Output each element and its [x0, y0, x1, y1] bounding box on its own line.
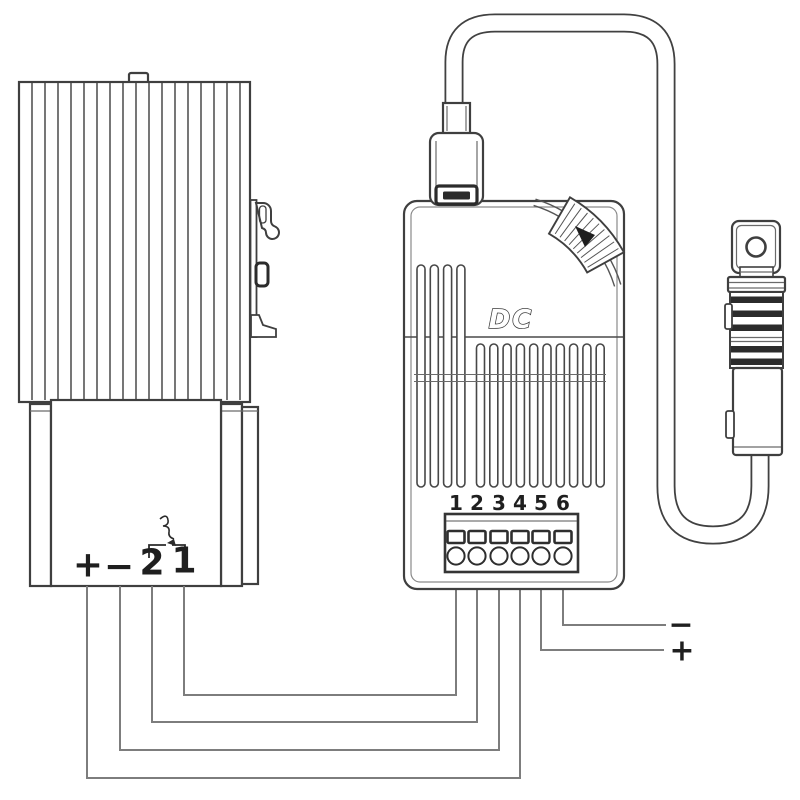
sensor-strain-relief: [724, 291, 784, 369]
wire-terminal-5-to-supply-plus: [540, 589, 664, 651]
vent-slots: [416, 264, 606, 488]
sensor-probe: [724, 219, 787, 457]
wire-terminal-6-to-supply-minus: [562, 589, 666, 626]
din-rail-clip-icon: [249, 199, 280, 338]
heater-terminal-label-1: 1: [171, 541, 196, 582]
terminal-block: [443, 512, 580, 574]
wire-heater-plus-to-terminal-4: [86, 586, 521, 779]
sensor-body: [731, 366, 784, 457]
supply-minus-label: −: [668, 608, 693, 643]
heater-fin-body: [17, 80, 252, 404]
thermostat-terminal-label-3: 3: [492, 491, 506, 515]
wire-heater-2-to-terminal-2: [151, 586, 478, 723]
heater-fins: [31, 83, 241, 400]
mounting-eyelet-icon: [730, 219, 782, 275]
heater: [17, 71, 280, 588]
thermal-contact-icon: [148, 515, 186, 558]
heater-terminal-label-minus: −: [104, 547, 134, 588]
adjustment-dial-icon: [533, 196, 626, 287]
wire-heater-minus-to-terminal-3: [119, 586, 500, 751]
thermostat-terminal-label-6: 6: [556, 491, 570, 515]
cable-plug: [428, 101, 485, 207]
heater-terminal-housing: [28, 398, 260, 588]
sensor-cable: [444, 13, 770, 545]
thermostat: [402, 101, 626, 591]
thermostat-brand-label: DC: [489, 305, 534, 335]
thermostat-terminal-label-4: 4: [513, 491, 527, 515]
thermostat-terminal-label-5: 5: [534, 491, 548, 515]
thermostat-terminal-label-2: 2: [470, 491, 484, 515]
heater-terminal-label-plus: +: [73, 545, 103, 586]
wire-heater-1-to-terminal-1: [183, 586, 457, 696]
hookup-wires: [86, 586, 666, 779]
thermostat-terminal-label-1: 1: [449, 491, 463, 515]
supply-plus-label: +: [669, 634, 694, 669]
heater-terminal-label-2: 2: [139, 543, 164, 584]
